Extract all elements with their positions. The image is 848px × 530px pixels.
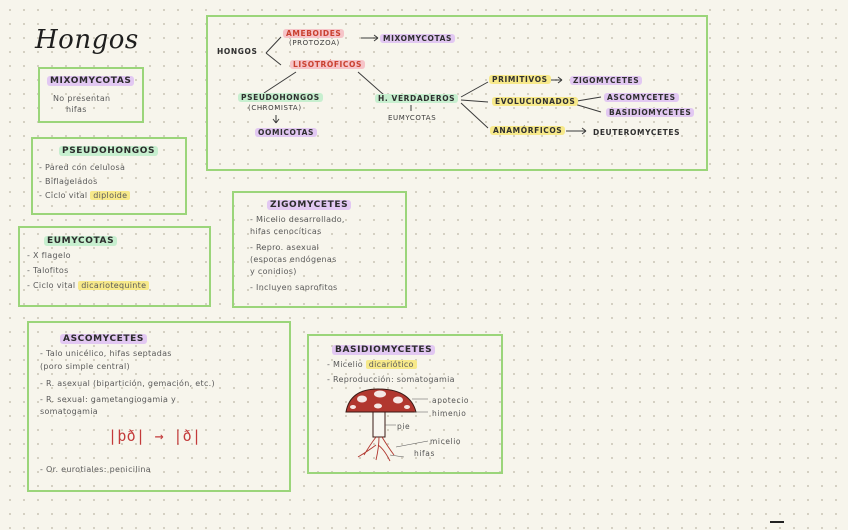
- basidiomycetes-line-1-text: - Micelio: [327, 360, 363, 369]
- tree-oomicotas: OOMICOTAS: [255, 128, 318, 137]
- ascomycetes-box: [27, 321, 291, 492]
- tree-eumycotas: EUMYCOTAS: [388, 114, 437, 122]
- zigomycetes-line-2: hifas cenocíticas: [250, 227, 322, 236]
- basidio-label-pie: pie: [397, 422, 411, 431]
- mixomycotas-box: [38, 67, 144, 123]
- eumycotas-title: EUMYCOTAS: [44, 236, 118, 246]
- zigomycetes-line-6: - Incluyen saprofitos: [250, 283, 338, 292]
- tree-lisotroficos-label: LISOTRÓFICOS: [293, 60, 363, 69]
- tree-verdaderos: H. VERDADEROS: [375, 94, 459, 103]
- basidio-label-apotecio: apotecio: [432, 396, 470, 405]
- mixomycotas-line-1: No presentan: [53, 94, 111, 103]
- basidiomycetes-box: [307, 334, 503, 474]
- tree-connectors: [263, 34, 602, 135]
- eumycotas-line-3-text: - Ciclo vital: [27, 281, 76, 290]
- tree-pseudohongos: PSEUDOHONGOS: [238, 93, 323, 102]
- basidiomycetes-line-1: - Micelio dicariótico: [327, 360, 417, 369]
- basidiomycetes-line-2: - Reproducción: somatogamia: [327, 375, 455, 384]
- classification-tree-box: [206, 15, 708, 171]
- eumycotas-line-3: - Ciclo vital dicariotequinte: [27, 281, 150, 290]
- eumycotas-line-1: - X flagelo: [27, 251, 71, 260]
- mixomycotas-title: MIXOMYCOTAS: [47, 76, 135, 86]
- ascomycetes-line-4: - R. sexual: gametangiogamia y: [40, 395, 177, 404]
- eumycotas-line-2: - Talofitos: [27, 266, 69, 275]
- eumycotas-box: [18, 226, 211, 307]
- basidiomycetes-highlight: dicariótico: [365, 360, 417, 369]
- tree-pseudohongos-sub: (CHROMISTA): [248, 104, 302, 112]
- basidio-label-himenio: himenio: [432, 409, 467, 418]
- ascomycetes-line-1: - Talo unicélico, hifas septadas: [40, 349, 172, 358]
- tree-zigomycetes: ZIGOMYCETES: [570, 76, 643, 85]
- ascomycetes-line-2: (poro simple central): [40, 362, 130, 371]
- ascomycetes-title: ASCOMYCETES: [60, 334, 147, 344]
- tree-ameboides-sub: (PROTOZOA): [289, 39, 340, 47]
- pseudohongos-line-3-text: - Ciclo vital: [39, 191, 88, 200]
- tree-anamorficos: ANAMÓRFICOS: [490, 126, 566, 135]
- pseudohongos-box: [31, 137, 187, 215]
- mushroom-drawing: [345, 388, 429, 462]
- tree-primitivos: PRIMITIVOS: [489, 75, 551, 84]
- zigomycetes-line-4: (esporas endógenas: [250, 255, 337, 264]
- page-title: Hongos: [35, 25, 139, 55]
- zigomycetes-title: ZIGOMYCETES: [267, 200, 352, 210]
- basidio-label-hifas: hifas: [414, 449, 435, 458]
- zigomycetes-box: [232, 191, 407, 308]
- tree-basidiomycetes: BASIDIOMYCETES: [606, 108, 695, 117]
- tree-mixomycotas: MIXOMYCOTAS: [380, 34, 455, 43]
- zigomycetes-line-3: - Repro. asexual: [250, 243, 320, 252]
- ascomycetes-line-6: - Or. eurotiales: penicilina: [40, 465, 151, 474]
- tree-root: HONGOS: [217, 47, 258, 56]
- ascomycetes-sketch: |þð| → |ð|: [108, 427, 202, 445]
- pseudohongos-line-1: - Pared con celulosa: [39, 163, 126, 172]
- pseudohongos-highlight: diploide: [90, 191, 131, 200]
- tree-ameboides-label: AMEBOIDES: [286, 29, 342, 38]
- tree-lisotroficos: LISOTRÓFICOS: [290, 60, 366, 69]
- pseudohongos-line-2: - Biflagelados: [39, 177, 98, 186]
- basidio-label-micelio: micelio: [430, 437, 462, 446]
- basidiomycetes-title: BASIDIOMYCETES: [332, 345, 436, 355]
- tree-ascomycetes: ASCOMYCETES: [604, 93, 679, 102]
- tree-evolucionados: EVOLUCIONADOS: [492, 97, 579, 106]
- zigomycetes-line-5: y conidios): [250, 267, 297, 276]
- pen-mark: [770, 521, 784, 523]
- tree-ameboides: AMEBOIDES: [283, 29, 345, 38]
- ascomycetes-line-3: - R. asexual (bipartición, gemación, etc…: [40, 379, 215, 388]
- tree-deuteromycetes: DEUTEROMYCETES: [593, 128, 681, 137]
- eumycotas-highlight: dicariotequinte: [78, 281, 150, 290]
- zigomycetes-line-1: - Micelio desarrollado,: [250, 215, 345, 224]
- mixomycotas-line-2: hifas: [66, 105, 87, 114]
- pseudohongos-line-3: - Ciclo vital diploide: [39, 191, 131, 200]
- pseudohongos-title: PSEUDOHONGOS: [59, 146, 159, 156]
- ascomycetes-line-5: somatogamia: [40, 407, 98, 416]
